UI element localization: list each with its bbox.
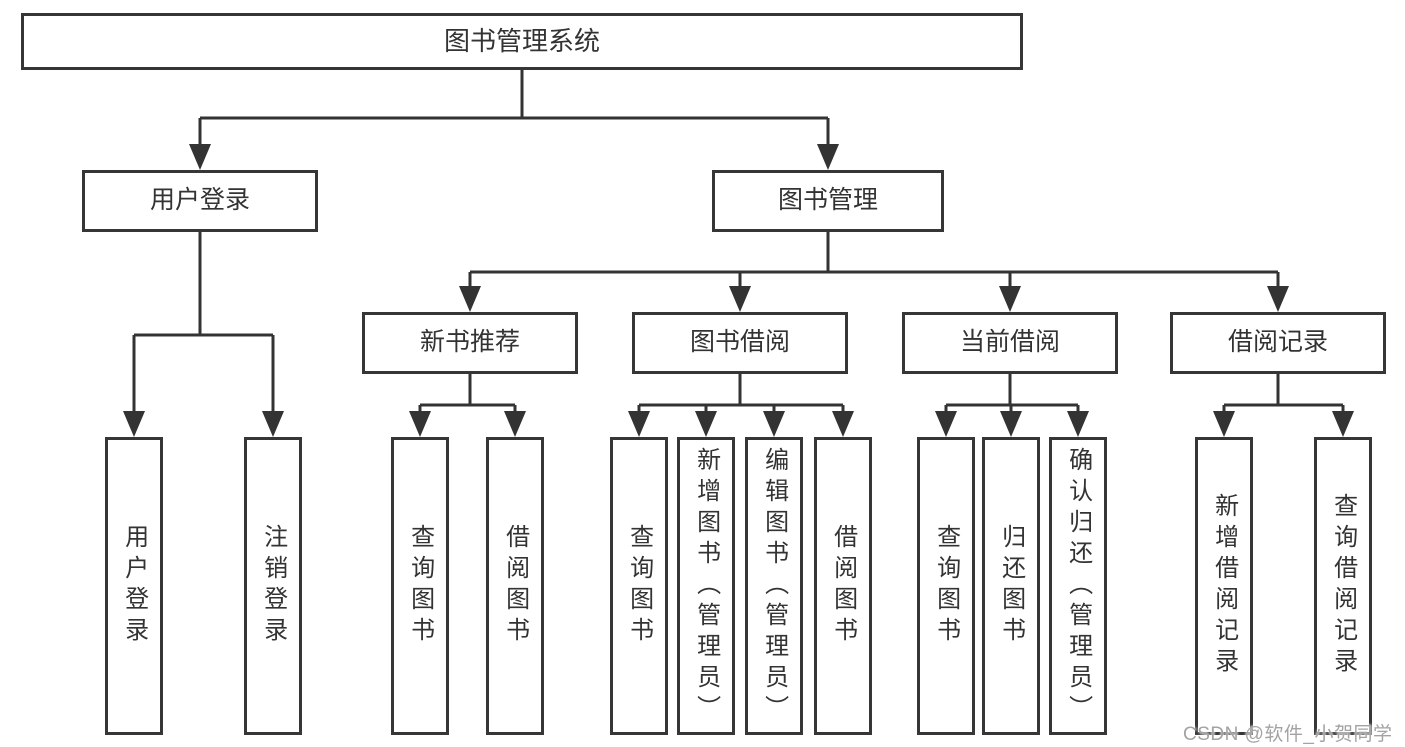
leaf-edit-book-admin-label: 编辑图书（管理员） <box>760 446 788 726</box>
leaf-user-login: 用户登录 <box>105 437 163 735</box>
leaf-query-borrow-record: 查询借阅记录 <box>1314 437 1372 735</box>
arrowhead <box>763 411 785 437</box>
leaf-query-books-recommend-label: 查询图书 <box>406 524 434 648</box>
leaf-query-books-recommend: 查询图书 <box>391 437 449 735</box>
arrowhead <box>1067 411 1089 437</box>
leaf-add-borrow-record-label: 新增借阅记录 <box>1210 493 1238 679</box>
leaf-borrow-books-recommend-label: 借阅图书 <box>501 524 529 648</box>
leaf-user-login-label: 用户登录 <box>120 524 148 648</box>
node-borrow-records-label: 借阅记录 <box>1227 328 1328 357</box>
node-borrow-records: 借阅记录 <box>1170 312 1386 374</box>
arrowhead <box>817 144 839 170</box>
leaf-add-book-admin-label: 新增图书（管理员） <box>692 446 720 726</box>
node-book-management-label: 图书管理 <box>777 186 878 215</box>
node-user-login-label: 用户登录 <box>149 186 250 215</box>
arrowhead <box>999 286 1021 312</box>
node-book-borrow: 图书借阅 <box>632 312 848 374</box>
arrowhead <box>1267 286 1289 312</box>
leaf-query-borrow-record-label: 查询借阅记录 <box>1329 493 1357 679</box>
leaf-query-books-current-label: 查询图书 <box>932 524 960 648</box>
node-new-book-recommend: 新书推荐 <box>362 312 578 374</box>
arrowhead <box>1213 411 1235 437</box>
arrowhead <box>695 411 717 437</box>
arrowhead <box>628 411 650 437</box>
leaf-confirm-return-admin-label: 确认归还（管理员） <box>1064 446 1092 726</box>
leaf-edit-book-admin: 编辑图书（管理员） <box>745 437 803 735</box>
node-new-book-recommend-label: 新书推荐 <box>419 328 520 357</box>
node-user-login: 用户登录 <box>82 170 318 232</box>
leaf-query-books-current: 查询图书 <box>917 437 975 735</box>
arrowhead <box>189 144 211 170</box>
leaf-logout: 注销登录 <box>244 437 302 735</box>
arrowhead <box>459 286 481 312</box>
arrowhead <box>262 411 284 437</box>
connector-lines <box>132 70 1345 415</box>
arrowhead <box>504 411 526 437</box>
node-current-borrow-label: 当前借阅 <box>959 328 1060 357</box>
leaf-borrow-books: 借阅图书 <box>814 437 872 735</box>
leaf-logout-label: 注销登录 <box>259 524 287 648</box>
arrowhead <box>935 411 957 437</box>
leaf-query-books-borrow-label: 查询图书 <box>625 524 653 648</box>
node-book-borrow-label: 图书借阅 <box>689 328 790 357</box>
node-root: 图书管理系统 <box>21 13 1023 70</box>
leaf-add-book-admin: 新增图书（管理员） <box>677 437 735 735</box>
leaf-borrow-books-recommend: 借阅图书 <box>486 437 544 735</box>
arrowhead <box>832 411 854 437</box>
arrowhead <box>1000 411 1022 437</box>
leaf-confirm-return-admin: 确认归还（管理员） <box>1049 437 1107 735</box>
arrowhead <box>1332 411 1354 437</box>
leaf-query-books-borrow: 查询图书 <box>610 437 668 735</box>
leaf-return-book-label: 归还图书 <box>997 524 1025 648</box>
node-current-borrow: 当前借阅 <box>902 312 1118 374</box>
arrowhead <box>729 286 751 312</box>
node-root-label: 图书管理系统 <box>443 26 600 57</box>
arrowheads <box>123 144 1354 437</box>
leaf-add-borrow-record: 新增借阅记录 <box>1195 437 1253 735</box>
node-book-management: 图书管理 <box>712 170 944 232</box>
arrowhead <box>123 411 145 437</box>
watermark: CSDN @软件_小贺同学 <box>1183 724 1393 745</box>
arrowhead <box>409 411 431 437</box>
leaf-return-book: 归还图书 <box>982 437 1040 735</box>
leaf-borrow-books-label: 借阅图书 <box>829 524 857 648</box>
